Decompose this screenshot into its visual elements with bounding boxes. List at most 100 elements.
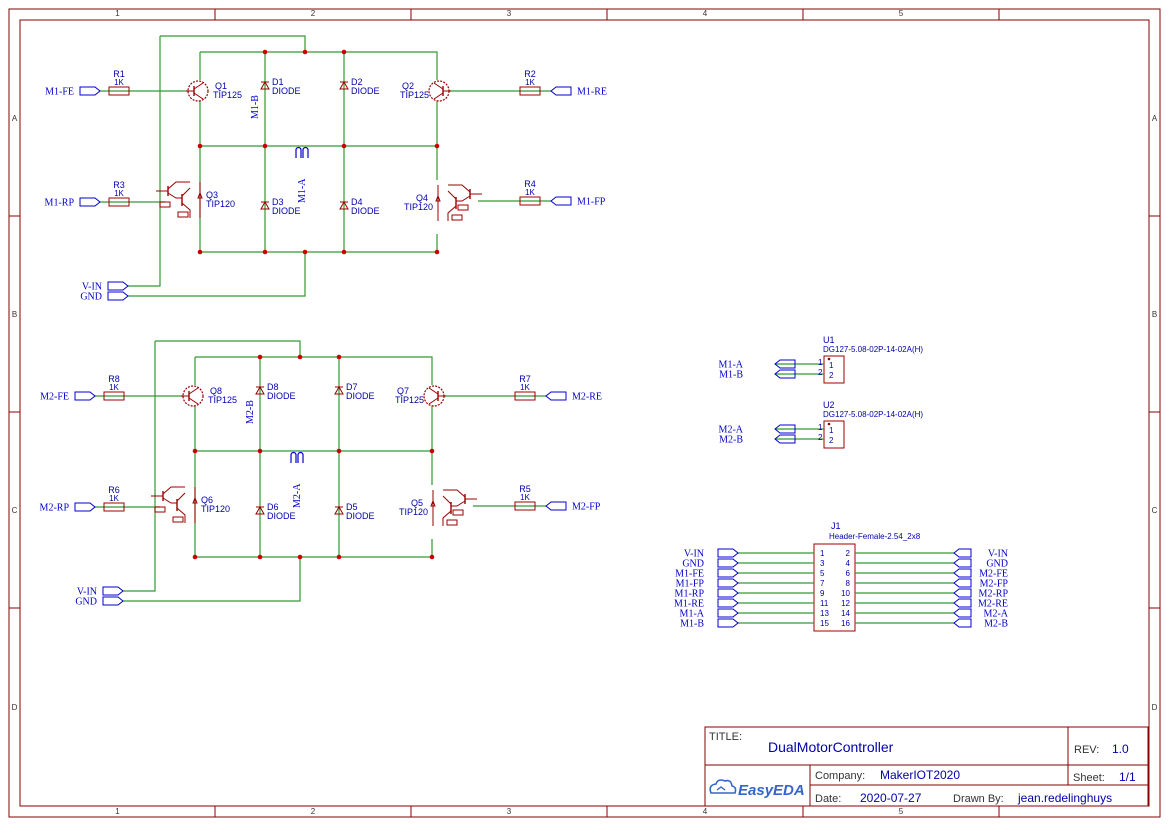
junction-dot: [434, 249, 440, 255]
row-label: D: [1152, 703, 1158, 712]
pin-number: 9: [820, 589, 825, 598]
wire: [128, 252, 306, 297]
net-port: [545, 501, 567, 511]
connector-ref: J1: [831, 521, 841, 531]
diode-ref: D3: [272, 197, 284, 207]
pin-number: 1: [818, 358, 823, 367]
diode-ref: D2: [351, 77, 363, 87]
diode-value: DIODE: [346, 391, 375, 401]
transistor-ref: Q5: [411, 498, 423, 508]
wire: [160, 35, 306, 52]
title-block: TITLE: DualMotorController REV: 1.0 Comp…: [704, 726, 1149, 807]
junction-dot: [257, 354, 263, 360]
header-net-label: M1-FP: [676, 579, 705, 590]
diode-ref: D8: [267, 382, 279, 392]
transistor-resistor: [172, 516, 184, 523]
net-port: [717, 608, 739, 618]
junction-dot: [197, 143, 203, 149]
header-net-label: M2-A: [984, 609, 1009, 620]
transistor-ref: Q7: [397, 386, 409, 396]
junction-dot: [197, 249, 203, 255]
resistor-value: 1K: [520, 383, 530, 392]
header-net-label: M2-B: [984, 619, 1008, 630]
transistor-ref: Q1: [215, 81, 227, 91]
connector-net-label: M2-B: [719, 435, 743, 446]
company-value: MakerIOT2020: [880, 768, 960, 782]
transistor-lead: [433, 92, 444, 100]
connector-body: [823, 355, 845, 384]
pin-number: 1: [820, 549, 825, 558]
transistor-resistor: [457, 204, 469, 211]
pin-number: 4: [846, 559, 851, 568]
net-port-label: GND: [80, 292, 102, 303]
net-port: [953, 548, 972, 558]
transistor-value: TIP120: [201, 504, 230, 514]
transistor-lead: [167, 192, 182, 199]
pin-number: 1: [818, 423, 823, 432]
junction-dot: [297, 354, 303, 360]
transistor-lead: [181, 187, 191, 197]
easyeda-logo-icon: [709, 779, 737, 794]
diode-ref: D4: [351, 197, 363, 207]
wire: [128, 36, 161, 287]
diode-ref: D6: [267, 502, 279, 512]
title-label: TITLE:: [709, 731, 742, 743]
net-port-label: M2-FP: [572, 502, 601, 513]
column-label: 1: [115, 9, 120, 18]
header-net-label: M1-RP: [675, 589, 705, 600]
transistor-ref: Q8: [210, 386, 222, 396]
drawn-by-label: Drawn By:: [953, 793, 1004, 805]
connector-body: [813, 543, 856, 632]
transistor-lead: [448, 184, 471, 193]
transistor-value: TIP120: [404, 202, 433, 212]
net-port: [74, 391, 96, 401]
pin-number: 2: [829, 371, 834, 380]
transistor-lead: [428, 397, 439, 405]
junction-dot: [429, 554, 435, 560]
transistor-value: TIP125: [400, 90, 429, 100]
row-label: A: [12, 114, 18, 123]
row-label: B: [12, 310, 17, 319]
date-label: Date:: [815, 793, 841, 805]
pin-number: 6: [846, 569, 851, 578]
net-port: [774, 424, 796, 434]
header-net-label: GND: [682, 559, 704, 570]
transistor-resistor: [159, 201, 171, 208]
transistor-lead: [451, 500, 466, 507]
column-label: 2: [311, 807, 316, 816]
resistor-ref: R5: [519, 484, 531, 494]
motor1-h-bridge: M1-FEM1-RPM1-REM1-FPV-INGNDR11KR31KR21KR…: [45, 35, 607, 303]
net-port-label: M1-RE: [577, 87, 607, 98]
motor-net-label-a: M1-A: [297, 178, 308, 203]
net-port-label: M1-FE: [45, 87, 74, 98]
column-label: 1: [115, 807, 120, 816]
junction-dot: [341, 249, 347, 255]
wire: [199, 101, 438, 253]
transistor-value: TIP120: [206, 199, 235, 209]
transistor-lead: [433, 82, 444, 90]
connector-part: DG127-5.08-02P-14-02A(H): [823, 345, 923, 354]
wire: [195, 356, 433, 385]
resistor-ref: R8: [108, 374, 120, 384]
net-port: [953, 598, 972, 608]
junction-dot: [302, 49, 308, 55]
wire: [123, 557, 301, 602]
net-port: [953, 618, 972, 628]
junction-dot: [336, 354, 342, 360]
row-label: B: [1152, 310, 1157, 319]
resistor-value: 1K: [525, 78, 535, 87]
resistor-body: [108, 86, 130, 96]
net-port: [79, 86, 101, 96]
transistor-lead: [447, 190, 457, 200]
junction-dot: [302, 249, 308, 255]
transistor-ref: Q2: [402, 81, 414, 91]
diode-symbol: [339, 200, 349, 210]
pin-number: 1: [829, 426, 834, 435]
resistor-body: [103, 502, 125, 512]
transistor-ref: Q4: [416, 193, 428, 203]
resistor-value: 1K: [109, 494, 119, 503]
net-port-label: M1-FP: [577, 197, 606, 208]
net-port-label: GND: [75, 597, 97, 608]
